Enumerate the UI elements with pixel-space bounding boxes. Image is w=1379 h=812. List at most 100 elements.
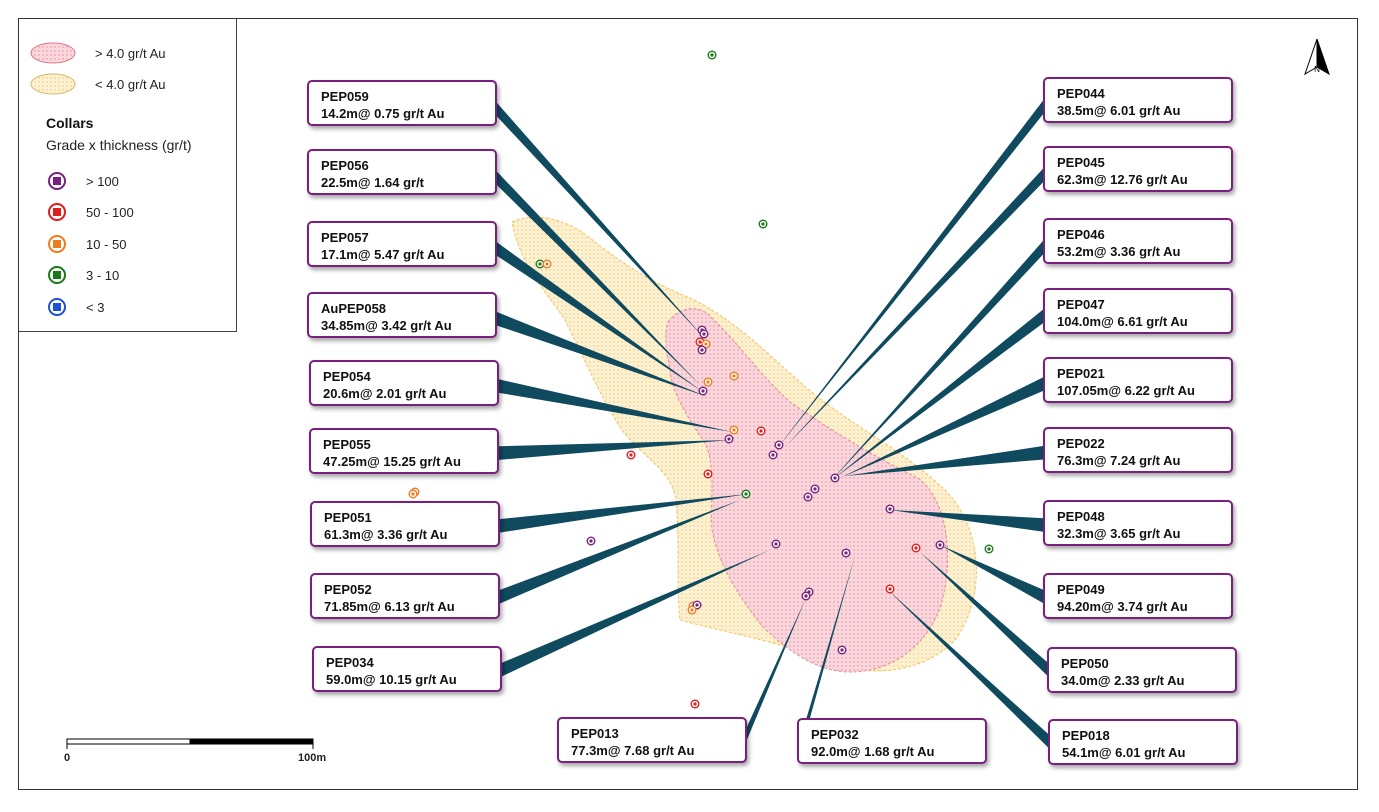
leader-pep050 — [920, 552, 1051, 680]
leader-pep055 — [495, 440, 730, 461]
callout-aupep058: AuPEP058 34.85m@ 3.42 gr/t Au — [307, 292, 497, 338]
leader-pep059 — [493, 98, 706, 341]
callout-pep013: PEP013 77.3m@ 7.68 gr/t Au — [557, 717, 747, 763]
scale-bar — [66, 738, 314, 749]
collar-marker — [984, 544, 994, 554]
collar-symbol-icon — [48, 203, 66, 221]
legend-class-label: 3 - 10 — [86, 267, 120, 283]
high-grade-zone — [665, 308, 949, 673]
legend-zone-low: < 4.0 gr/t Au — [19, 72, 165, 96]
callout-pep032: PEP032 92.0m@ 1.68 gr/t Au — [797, 718, 987, 764]
legend-class-0: > 100 — [19, 169, 119, 193]
collar-marker — [729, 371, 739, 381]
legend: > 4.0 gr/t Au < 4.0 gr/t Au Collars Grad… — [19, 19, 237, 332]
callout-pep048: PEP048 32.3m@ 3.65 gr/t Au — [1043, 500, 1233, 546]
callout-hole-id: PEP050 — [1061, 656, 1109, 671]
callout-intercept: 94.20m@ 3.74 gr/t Au — [1057, 599, 1188, 614]
legend-class-label: 10 - 50 — [86, 236, 127, 252]
callout-hole-id: PEP013 — [571, 726, 619, 741]
callout-intercept: 34.85m@ 3.42 gr/t Au — [321, 318, 452, 333]
callout-pep018: PEP018 54.1m@ 6.01 gr/t Au — [1048, 719, 1238, 765]
legend-class-label: < 3 — [86, 299, 105, 315]
collar-marker — [768, 450, 778, 460]
leader-pep056 — [493, 167, 700, 385]
collar-marker — [626, 450, 636, 460]
collar-marker — [758, 219, 768, 229]
callout-hole-id: PEP044 — [1057, 86, 1105, 101]
callout-hole-id: AuPEP058 — [321, 301, 387, 316]
north-arrow-icon: N — [1304, 38, 1330, 76]
callout-intercept: 107.05m@ 6.22 gr/t Au — [1057, 383, 1195, 398]
callout-intercept: 47.25m@ 15.25 gr/t Au — [323, 454, 461, 469]
callout-hole-id: PEP054 — [323, 369, 371, 384]
legend-class-label: 50 - 100 — [86, 204, 134, 220]
callout-intercept: 61.3m@ 3.36 gr/t Au — [324, 527, 448, 542]
callout-hole-id: PEP032 — [811, 727, 859, 742]
leader-pep048 — [890, 510, 1047, 533]
leader-pep044 — [776, 95, 1047, 451]
high-grade-swatch — [30, 42, 76, 64]
leader-pep052 — [496, 500, 740, 606]
collar-symbol-icon — [48, 172, 66, 190]
collar-marker — [408, 489, 418, 499]
callout-hole-id: PEP056 — [321, 158, 369, 173]
leader-pep013 — [743, 598, 806, 750]
collar-symbol-icon — [48, 266, 66, 284]
legend-zone-high: > 4.0 gr/t Au — [19, 41, 165, 65]
callout-pep059: PEP059 14.2m@ 0.75 gr/t Au — [307, 80, 497, 126]
collar-marker — [885, 504, 895, 514]
callout-intercept: 54.1m@ 6.01 gr/t Au — [1062, 745, 1186, 760]
callout-hole-id: PEP018 — [1062, 728, 1110, 743]
collar-marker — [701, 339, 711, 349]
legend-class-3: 3 - 10 — [19, 263, 119, 287]
callout-intercept: 14.2m@ 0.75 gr/t Au — [321, 106, 445, 121]
collar-marker — [801, 591, 811, 601]
callout-intercept: 17.1m@ 5.47 gr/t Au — [321, 247, 445, 262]
legend-class-2: 10 - 50 — [19, 232, 126, 256]
collar-symbol-icon — [48, 298, 66, 316]
collar-marker — [771, 539, 781, 549]
legend-class-label: > 100 — [86, 173, 119, 189]
callout-hole-id: PEP048 — [1057, 509, 1105, 524]
callout-hole-id: PEP059 — [321, 89, 369, 104]
collar-marker — [687, 605, 697, 615]
callout-intercept: 32.3m@ 3.65 gr/t Au — [1057, 526, 1181, 541]
callout-hole-id: PEP034 — [326, 655, 374, 670]
callout-intercept: 38.5m@ 6.01 gr/t Au — [1057, 103, 1181, 118]
legend-collars-title: Collars — [46, 115, 94, 131]
callout-intercept: 92.0m@ 1.68 gr/t Au — [811, 744, 935, 759]
leader-pep051 — [496, 494, 748, 534]
legend-zone-high-label: > 4.0 gr/t Au — [95, 45, 166, 61]
leader-pep047 — [832, 306, 1047, 480]
scale-end-label: 100m — [298, 752, 327, 764]
collar-marker — [774, 440, 784, 450]
collar-marker — [803, 492, 813, 502]
legend-class-4: < 3 — [19, 295, 104, 319]
callout-hole-id: PEP047 — [1057, 297, 1105, 312]
legend-collars-subtitle: Grade x thickness (gr/t) — [46, 137, 192, 153]
collar-marker — [703, 469, 713, 479]
collar-marker — [707, 50, 717, 60]
leader-pep022 — [845, 445, 1047, 476]
collar-marker — [724, 434, 734, 444]
callout-intercept: 77.3m@ 7.68 gr/t Au — [571, 743, 695, 758]
collar-marker — [690, 699, 700, 709]
collar-marker — [837, 645, 847, 655]
collar-marker — [729, 425, 739, 435]
collar-marker — [741, 489, 751, 499]
leader-pep057 — [493, 239, 703, 392]
collar-marker — [698, 386, 708, 396]
leader-pep046 — [830, 236, 1047, 482]
collar-marker — [830, 473, 840, 483]
collar-symbol-icon — [48, 235, 66, 253]
callout-hole-id: PEP051 — [324, 510, 372, 525]
leader-aupep058 — [493, 310, 708, 397]
callout-hole-id: PEP052 — [324, 582, 372, 597]
